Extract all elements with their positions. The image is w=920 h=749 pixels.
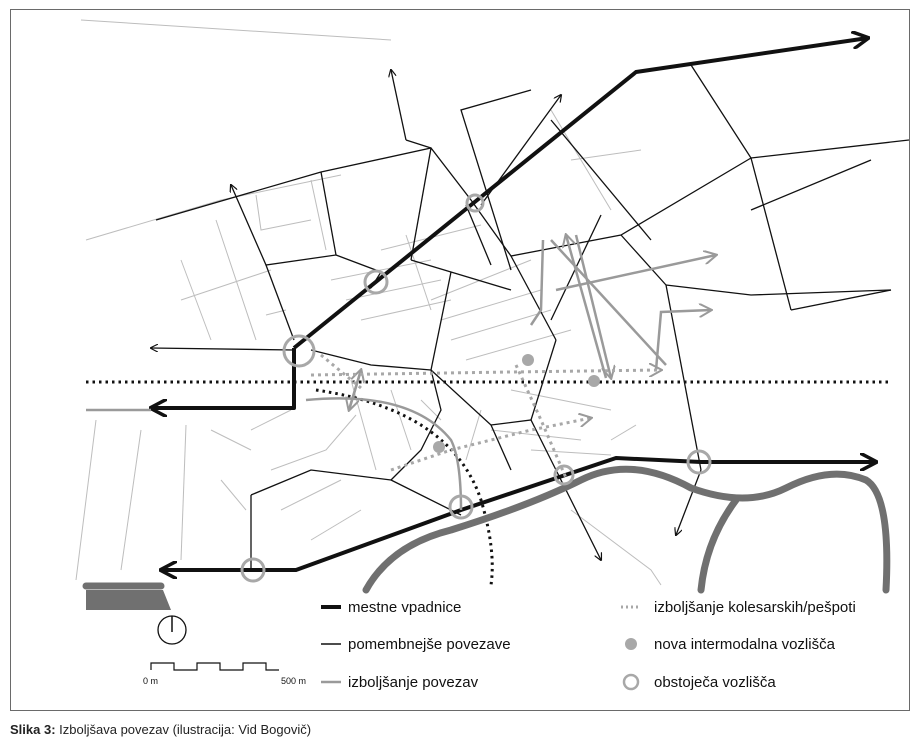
- connection-improvements: [86, 235, 716, 511]
- legend: mestne vpadnice pomembnejše povezave izb…: [321, 599, 856, 691]
- rivers: [82, 465, 891, 594]
- legend-label-existing-nodes: obstoječa vozlišča: [654, 674, 776, 691]
- existing-nodes: [240, 193, 712, 583]
- caption-prefix: Slika 3:: [10, 722, 56, 737]
- legend-symbol-grey-dot: [625, 638, 637, 650]
- figure-caption: Slika 3: Izboljšava povezav (ilustracija…: [10, 722, 311, 737]
- scale-bar: [150, 662, 279, 671]
- railway: [86, 380, 891, 586]
- legend-label-city-entrances: mestne vpadnice: [348, 599, 461, 616]
- scale-start-label: 0 m: [143, 676, 158, 686]
- legend-label-major-connections: pomembnejše povezave: [348, 636, 511, 653]
- minor-streets: [75, 19, 662, 586]
- major-streets: [151, 64, 909, 570]
- legend-label-new-nodes: nova intermodalna vozlišča: [654, 636, 836, 653]
- river-mouth: [86, 590, 171, 610]
- legend-label-connection-improvements: izboljšanje povezav: [348, 674, 479, 691]
- legend-symbol-open-circle: [622, 673, 640, 691]
- cycle-path-improvements: [310, 353, 661, 479]
- scale-end-label: 500 m: [281, 676, 306, 686]
- caption-text: Izboljšava povezav (ilustracija: Vid Bog…: [55, 722, 312, 737]
- legend-label-cycle-improvements: izboljšanje kolesarskih/pešpoti: [654, 599, 856, 616]
- city-entrances: [151, 38, 876, 570]
- north-arrow-icon: [157, 615, 187, 645]
- map-frame: 0 m 500 m mestne vpadnice pomembnejše po…: [10, 9, 910, 711]
- connections-map: 0 m 500 m mestne vpadnice pomembnejše po…: [75, 19, 909, 691]
- new-intermodal-nodes: [433, 354, 600, 453]
